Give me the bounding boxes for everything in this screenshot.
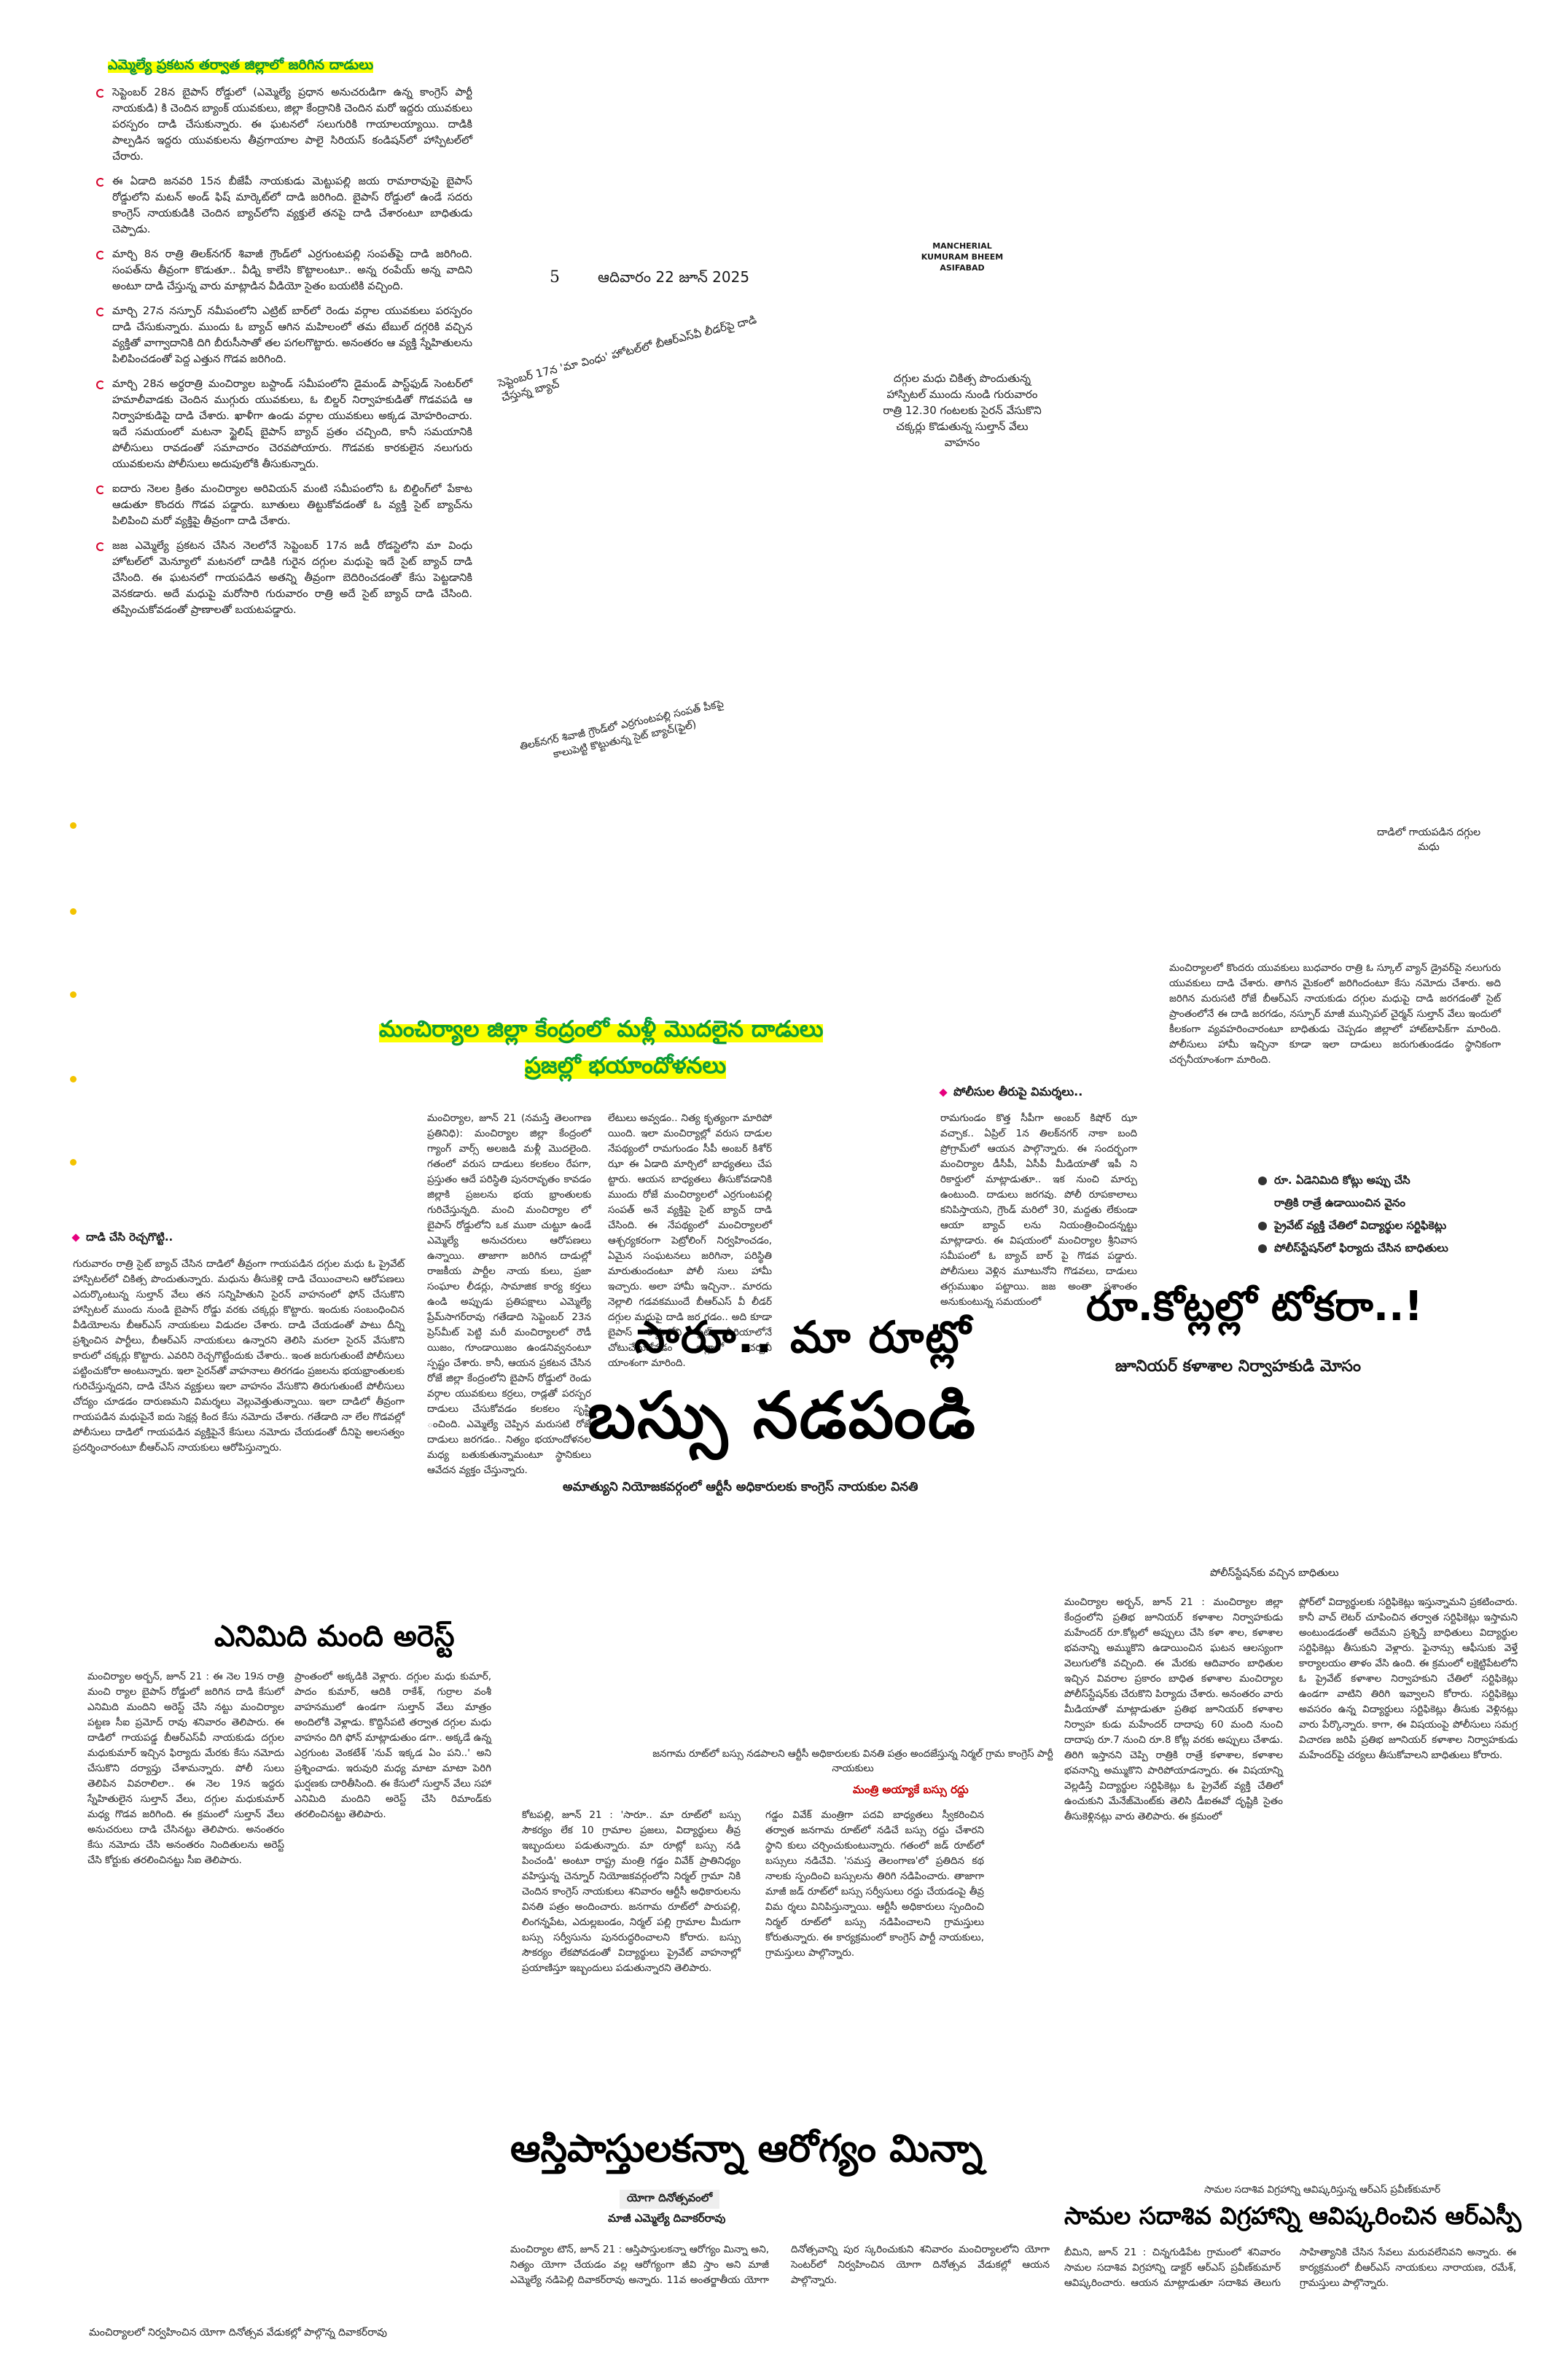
crore-bullet-text: రాత్రికి రాత్రే ఉడాయించిన వైనం [1274,1196,1405,1209]
health-sub1: యోగా దినోత్సవంలో [620,2190,720,2209]
edition-line: MANCHERIAL [932,241,992,251]
statue-body: బీమిని, జూన్ 21 : చిన్నగుడిపేట గ్రామంలో … [1064,2247,1516,2289]
attack-item: సెప్టెంబర్ 28న బైపాస్ రోడ్డులో (ఎమ్మెల్య… [93,85,472,165]
crore-bullet: రాత్రికి రాత్రే ఉడాయించిన వైనం [1258,1192,1448,1214]
dadi-kicker: దాడి చేసి రెచ్చగొట్టి.. [71,1230,173,1246]
attack-item: మార్చి 8న రాత్రి తిలక్‌నగర్ శివాజీ గ్రౌం… [93,246,472,294]
page-date: ఆదివారం 22 జూన్ 2025 [598,268,750,286]
diamond-bullet-icon [71,1233,80,1242]
main-story-col1: మంచిర్యాల, జూన్ 21 (నమస్తే తెలంగాణ ప్రతి… [427,1112,591,1476]
police-kicker: పోలీసుల తీరుపై విమర్శలు.. [939,1085,1083,1101]
margin-dot [70,908,77,915]
crore-headline: రూ.కోట్లల్లో టోకరా..! [1086,1283,1423,1330]
top-left-kicker-text: ఎమ్మెల్యే ప్రకటన తర్వాత జిల్లాలో జరిగిన … [108,57,374,73]
health-body: మంచిర్యాల టౌన్, జూన్ 21 : ఆస్తిపాస్తులకన… [510,2244,1050,2286]
statue-caption: సామల సదాశివ విగ్రహాన్ని ఆవిష్కరిస్తున్న … [1204,2184,1440,2196]
arrest-headline: ఎనిమిది మంది అరెస్ట్ [214,1620,455,1653]
crore-bullets: రూ. ఏడెనిమిది కోట్లు అప్పు చేసి రాత్రికి… [1258,1169,1448,1260]
top-left-kicker: ఎమ్మెల్యే ప్రకటన తర్వాత జిల్లాలో జరిగిన … [108,57,374,77]
attack-item: మార్చి 28న అర్ధరాత్రి మంచిర్యాల బస్టాండ్… [93,376,472,472]
crore-bullet: రూ. ఏడెనిమిది కోట్లు అప్పు చేసి [1258,1169,1448,1192]
crore-bullet: పోలీస్‌స్టేషన్‌లో ఫిర్యాదు చేసిన బాధితుల… [1258,1237,1448,1260]
crore-bullet-text: రూ. ఏడెనిమిది కోట్లు అప్పు చేసి [1274,1174,1410,1187]
margin-dot [70,991,77,998]
police-kicker-text: పోలీసుల తీరుపై విమర్శలు.. [953,1085,1083,1099]
photo-caption-injured: దాడిలో గాయపడిన దగ్గుల మధు [1376,827,1481,853]
health-headline: ఆస్తిపాస్తులకన్నా ఆరోగ్యం మిన్నా [510,2127,983,2171]
bus-subhead: అమాత్యుని నియోజకవర్గంలో ఆర్టీసీ అధికారుల… [563,1480,918,1494]
photo-caption-hotel: సెప్టెంబర్ 17న 'మా వింధు' హోటల్‌లో బీఆర్… [496,313,758,405]
crore-intro: మంచిర్యాలలో కొందరు యువకులు బుధవారం రాత్ర… [1169,962,1501,1066]
bus-headline-2: బస్సు నడపండి [588,1378,977,1453]
crore-kicker: పోలీస్‌స్టేషన్‌కు వచ్చిన బాధితులు [1210,1567,1339,1579]
attack-item: మార్చి 27న నస్పూర్ నమీపంలోని ఎట్రిట్ బార… [93,303,472,367]
crore-bullet-text: పోలీస్‌స్టేషన్‌లో ఫిర్యాదు చేసిన బాధితుల… [1274,1241,1448,1255]
attack-list: సెప్టెంబర్ 28న బైపాస్ రోడ్డులో (ఎమ్మెల్య… [93,85,472,627]
bus-col1: కోటపల్లి, జూన్ 21 : 'సారూ.. మా రూట్‌లో బ… [522,1809,741,1974]
edition-label: MANCHERIAL KUMURAM BHEEM ASIFABAD [918,241,1006,273]
arrest-col1: మంచిర్యాల అర్బన్, జూన్ 21 : ఈ నెల 19న రా… [87,1671,284,1866]
attack-item: ఐదారు నెలల క్రితం మంచిర్యాల అరివియన్ మంట… [93,481,472,529]
attack-item: ఈ ఏడాది జనవరి 15న బీజేపీ నాయకుడు మెట్టుప… [93,173,472,238]
edition-line: KUMURAM BHEEM [921,252,1004,262]
dadi-body: గురువారం రాత్రి సైట్ బ్యాచ్ చేసిన దాడిలో… [73,1258,405,1454]
statue-headline: సామల సదాశివ విగ్రహాన్ని ఆవిష్కరించిన ఆర్… [1064,2201,1522,2230]
bullet-dot-icon [1258,1244,1267,1253]
margin-dot [70,1076,77,1082]
main-headline-1: మంచిర్యాల జిల్లా కేంద్రంలో మళ్లీ మొదలైన … [379,1016,824,1047]
bus-kicker: మంత్రి అయ్యాకే బస్సు రద్దు [853,1783,969,1796]
health-photo-caption: మంచిర్యాలలో నిర్వహించిన యోగా దినోత్సవ వే… [89,2327,387,2338]
dadi-kicker-text: దాడి చేసి రెచ్చగొట్టి.. [86,1230,173,1244]
edition-line: ASIFABAD [940,263,985,273]
main-story-col3: రామగుండం కొత్త సీపీగా అంబర్ కిషోర్ ఝా వచ… [940,1112,1137,1308]
bullet-dot-icon [1258,1221,1267,1230]
main-headline-2: ప్రజల్లో భయాందోళనలు [525,1053,727,1084]
main-headline-1-text: మంచిర్యాల జిల్లా కేంద్రంలో మళ్లీ మొదలైన … [379,1016,824,1042]
margin-dot [70,822,77,829]
crore-bullet-text: ప్రైవేట్ వ్యక్తి చేతిలో విద్యార్థుల సర్ట… [1274,1219,1447,1232]
health-sub2: మాజీ ఎమ్మెల్యే దివాకర్‌రావు [608,2212,726,2225]
main-headline-2-text: ప్రజల్లో భయాందోళనలు [525,1053,727,1079]
arrest-col2: ప్రాంతంలో అక్కడికి వెళ్లారు. దగ్గుల మధు … [294,1671,491,1820]
bus-col2: గడ్డం వివేక్ మంత్రిగా పదవి బాధ్యతలు స్వీ… [765,1809,984,1959]
page-number: 5 [550,268,560,286]
main-story-col2: లేటులు అవ్వడం.. నిత్య కృత్యంగా మారిపో యి… [608,1112,772,1369]
attack-item: జజ ఎమ్మెల్యే ప్రకటన చేసిన నెలలోనే సెప్టె… [93,538,472,618]
crore-col1: మంచిర్యాల అర్బన్, జూన్ 21 : మంచిర్యాల జి… [1064,1596,1283,1822]
photo-caption-ground: తిలక్‌నగర్ శివాజీ గ్రౌండ్‌లో ఎర్రగుంటపల్… [518,698,725,761]
crore-col2: ప్లోర్‌లో విద్యార్థులకు సర్టిఫికెట్లు ఇస… [1299,1596,1518,1761]
bus-photo-caption: జనగామ రూట్‌లో బస్సు నడపాలని ఆర్టీసీ అధిక… [652,1748,1053,1774]
diamond-bullet-icon [939,1088,948,1097]
photo-caption-hospital: దగ్గుల మధు చికిత్స పొందుతున్న హాస్పిటల్ … [883,372,1042,449]
crore-bullet: ప్రైవేట్ వ్యక్తి చేతిలో విద్యార్థుల సర్ట… [1258,1214,1448,1237]
bullet-dot-icon [1258,1176,1267,1185]
bus-headline-1: సారూ.. మా రూట్లో [634,1312,972,1363]
margin-dot [70,1159,77,1166]
crore-subhead: జూనియర్ కళాశాల నిర్వాహకుడి మోసం [1115,1357,1362,1376]
